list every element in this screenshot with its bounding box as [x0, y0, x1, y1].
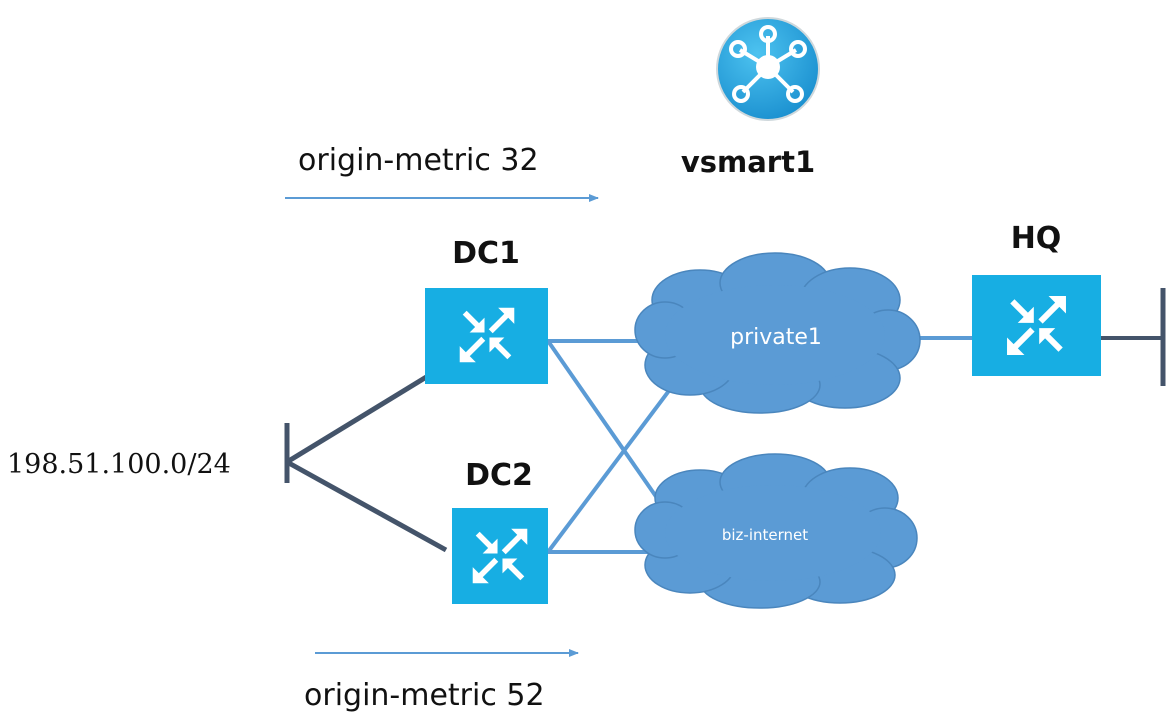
vsmart1-node [716, 17, 820, 121]
dc1-router [425, 288, 548, 384]
biz-internet-label: biz-internet [722, 526, 808, 544]
link-prefix-dc2 [285, 459, 448, 553]
private1-label: private1 [730, 325, 822, 350]
router-icon [425, 288, 548, 384]
annotation-top: origin-metric 32 [298, 143, 539, 178]
link-dc1-biz-internet [546, 339, 666, 510]
private1-cloud [634, 252, 921, 414]
router-icon [972, 275, 1101, 376]
vsmart1-label: vsmart1 [681, 145, 815, 179]
router-icon [452, 508, 548, 604]
hq-label: HQ [1011, 221, 1062, 256]
annotation-bottom: origin-metric 52 [304, 678, 545, 713]
link-dc2-private1 [546, 370, 685, 554]
hq-router [972, 275, 1101, 376]
biz-internet-cloud [634, 453, 918, 609]
dc1-label: DC1 [452, 236, 520, 271]
prefix-label: 198.51.100.0/24 [7, 449, 231, 480]
dc2-label: DC2 [465, 458, 533, 493]
link-prefix-dc1 [285, 362, 448, 465]
links [284, 288, 1166, 554]
dc2-router [452, 508, 548, 604]
